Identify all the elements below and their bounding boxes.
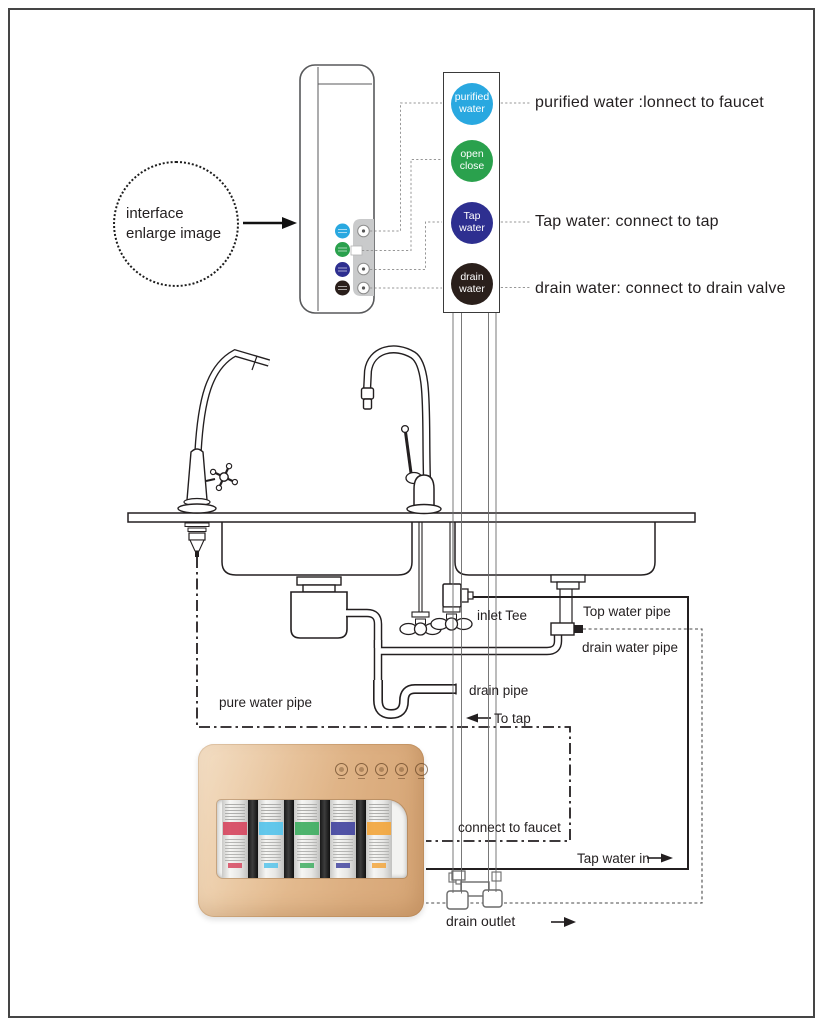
cartridge-clamp (320, 800, 330, 878)
touch-icon (415, 763, 428, 779)
sink-countertop (127, 512, 696, 523)
filter-cartridge (366, 800, 392, 878)
top-water-pipe-line (426, 596, 689, 870)
cartridge-clamp (284, 800, 294, 878)
purifier-device (299, 64, 375, 314)
drain-water-annotation: drain water: connect to drain valve (535, 280, 786, 297)
open-close-button: open close (451, 140, 493, 182)
under-sink-plumbing (290, 522, 586, 720)
to-tap-arrow (466, 713, 491, 723)
filter-cartridge (258, 800, 284, 878)
touch-icon (355, 763, 368, 779)
supply-valve (399, 611, 442, 636)
filter-window (217, 800, 407, 878)
kitchen-faucet (360, 345, 442, 515)
filter-unit (198, 744, 428, 917)
supply-valve (430, 606, 473, 631)
purified-water-button: purified water (451, 83, 493, 125)
cartridge-clamp (248, 800, 258, 878)
drain-water-dot (335, 280, 350, 296)
inlet-tee-label: inlet Tee (477, 608, 528, 623)
faucet-cross-handle (209, 462, 239, 492)
open-close-dot (335, 242, 350, 257)
drain-water-pipe-line (426, 628, 703, 904)
tap-water-dot (335, 262, 350, 277)
pure-water-pipe-line (196, 557, 571, 842)
sink-bowls (221, 522, 656, 576)
legend-panel: purified water open close Tap water drai… (443, 72, 500, 313)
flow-arrows (466, 713, 673, 927)
drain-outlet-arrow (551, 917, 576, 927)
pure-water-pipe-label: pure water pipe (219, 695, 313, 710)
interface-note: interface enlarge image (126, 204, 222, 242)
drain-pipes (346, 608, 563, 720)
device-indicator-dots (335, 223, 350, 296)
tap-water-button: Tap water (451, 202, 493, 244)
unit-touch-controls (335, 763, 428, 779)
drain-valve (446, 105, 503, 910)
drain-water-pipe-label: drain water pipe (582, 640, 679, 655)
tap-water-in-label: Tap water in (577, 851, 650, 866)
connect-to-faucet-label: connect to faucet (458, 820, 561, 835)
touch-icon (335, 763, 348, 779)
drain-water-button: drain water (451, 263, 493, 305)
drain-pipe-label: drain pipe (469, 683, 529, 698)
filter-cartridge (294, 800, 320, 878)
drain-outlet-label: drain outlet (446, 913, 516, 929)
touch-icon (375, 763, 388, 779)
filter-cartridge (222, 800, 248, 878)
purified-water-annotation: purified water :lonnect to faucet (535, 94, 764, 111)
garbage-disposal (290, 576, 348, 639)
inlet-tee (442, 583, 474, 608)
cartridge-clamp (356, 800, 366, 878)
right-bowl-drain (550, 574, 586, 636)
enlarge-arrow (243, 217, 297, 229)
purified-water-dot (335, 223, 350, 239)
drinking-faucet (177, 348, 271, 557)
touch-icon (395, 763, 408, 779)
tap-water-annotation: Tap water: connect to tap (535, 213, 719, 230)
interface-enlarge-circle: interface enlarge image (113, 161, 239, 287)
tap-water-in-arrow (647, 853, 673, 863)
device-ports (357, 224, 370, 295)
filter-cartridge (330, 800, 356, 878)
to-tap-label: To tap (494, 711, 531, 726)
top-water-pipe-label: Top water pipe (583, 604, 671, 619)
